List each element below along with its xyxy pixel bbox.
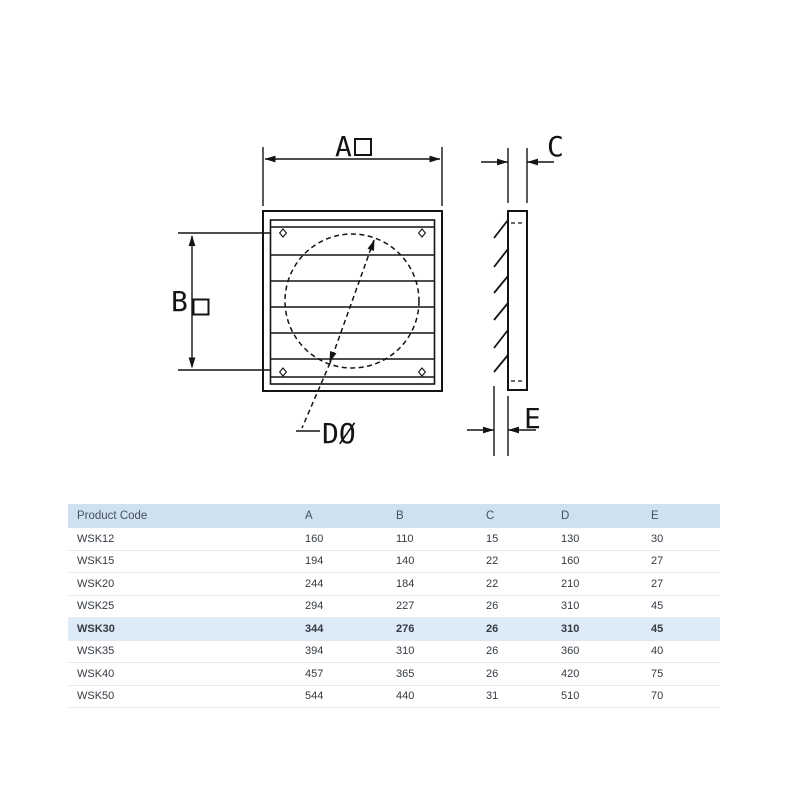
- table-cell: 210: [561, 577, 580, 590]
- column-header: D: [561, 510, 570, 522]
- dimension-arrows: [188, 155, 538, 434]
- dimension-c: [481, 148, 554, 203]
- table-cell: 22: [486, 555, 499, 568]
- table-cell: 30: [651, 532, 664, 545]
- table-cell: 45: [651, 600, 664, 613]
- table-cell: 160: [561, 555, 580, 568]
- table-cell: 365: [396, 667, 415, 680]
- technical-drawing: A B C DØ E: [171, 130, 564, 456]
- dim-label-d: DØ: [322, 417, 356, 450]
- table-cell: WSK12: [77, 532, 115, 545]
- dim-label-a: A: [335, 130, 352, 163]
- table-cell: WSK35: [77, 645, 115, 658]
- table-cell: WSK15: [77, 555, 115, 568]
- table-cell: 40: [651, 645, 664, 658]
- table-cell: 294: [305, 600, 324, 613]
- column-header: A: [305, 510, 313, 522]
- column-header: E: [651, 510, 659, 522]
- table-cell: 26: [486, 645, 499, 658]
- grille-front-view: [262, 210, 443, 392]
- table-cell: WSK50: [77, 690, 115, 703]
- dim-label-e: E: [524, 402, 541, 435]
- table-cell: 544: [305, 690, 324, 703]
- table-cell: 227: [396, 600, 415, 613]
- table-cell: 45: [651, 622, 664, 635]
- table-cell: 510: [561, 690, 580, 703]
- table-row[interactable]: WSK40 457 365 26 420 75: [68, 663, 720, 686]
- table-cell: WSK25: [77, 600, 115, 613]
- table-cell: 344: [305, 622, 324, 635]
- dim-label-b: B: [171, 285, 188, 318]
- table-row-selected[interactable]: WSK30 344 276 26 310 45: [68, 618, 720, 641]
- table-cell: 27: [651, 555, 664, 568]
- table-cell: 110: [396, 532, 414, 545]
- column-header: B: [396, 510, 404, 522]
- table-cell: 440: [396, 690, 415, 703]
- table-cell: WSK40: [77, 667, 115, 680]
- table-cell: 140: [396, 555, 415, 568]
- table-row[interactable]: WSK25 294 227 26 310 45: [68, 595, 720, 618]
- table-row[interactable]: WSK35 394 310 26 360 40: [68, 640, 720, 663]
- dimension-b: [178, 232, 270, 371]
- table-row[interactable]: WSK50 544 440 31 510 70: [68, 685, 720, 708]
- table-cell: 276: [396, 622, 415, 635]
- square-symbol: [354, 138, 372, 156]
- dimension-a: [262, 147, 443, 206]
- table-cell: 310: [561, 622, 580, 635]
- duct-circle: [284, 233, 420, 369]
- table-cell: WSK20: [77, 577, 115, 590]
- side-louvers: [493, 219, 509, 373]
- table-cell: 26: [486, 622, 499, 635]
- table-header: Product Code A B C D E: [68, 504, 720, 528]
- table-cell: 22: [486, 577, 499, 590]
- square-symbol: [192, 298, 210, 316]
- table-cell: 31: [486, 690, 499, 703]
- table-cell: WSK30: [77, 622, 115, 635]
- table-cell: 130: [561, 532, 580, 545]
- table-cell: 15: [486, 532, 499, 545]
- table-cell: 70: [651, 690, 664, 703]
- column-header: Product Code: [77, 510, 148, 522]
- dimension-d: [296, 239, 375, 432]
- table-cell: 194: [305, 555, 324, 568]
- table-cell: 26: [486, 667, 499, 680]
- table-cell: 27: [651, 577, 664, 590]
- table-cell: 160: [305, 532, 324, 545]
- table-row[interactable]: WSK15 194 140 22 160 27: [68, 550, 720, 573]
- table-cell: 420: [561, 667, 580, 680]
- grille-side-view: [493, 210, 528, 391]
- table-row[interactable]: WSK12 160 110 15 130 30: [68, 528, 720, 551]
- table-cell: 26: [486, 600, 499, 613]
- table-cell: 360: [561, 645, 580, 658]
- table-cell: 310: [396, 645, 415, 658]
- column-header: C: [486, 510, 495, 522]
- screw-icon: [278, 228, 427, 377]
- table-cell: 184: [396, 577, 415, 590]
- table-cell: 310: [561, 600, 580, 613]
- table-cell: 457: [305, 667, 324, 680]
- table-row[interactable]: WSK20 244 184 22 210 27: [68, 573, 720, 596]
- table-cell: 75: [651, 667, 664, 680]
- table-cell: 394: [305, 645, 324, 658]
- table-cell: 244: [305, 577, 324, 590]
- dim-label-c: C: [547, 130, 564, 163]
